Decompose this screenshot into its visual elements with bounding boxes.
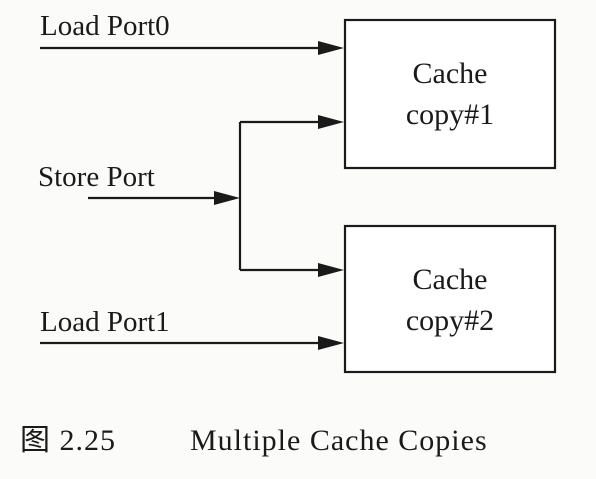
cache-copy-2-line2: copy#2 (406, 304, 494, 337)
store-port-arrowhead (214, 191, 240, 205)
cache-copy-1-line1: Cache (413, 57, 488, 90)
figure-label: 图 2.25 (20, 424, 116, 457)
store-branch-lower-arrowhead (318, 263, 344, 277)
cache-copy-1-box (343, 18, 557, 170)
load-port0-label: Load Port0 (40, 10, 170, 42)
load-port1-label: Load Port1 (40, 306, 170, 338)
figure-caption-title: Multiple Cache Copies (190, 424, 488, 457)
cache-copy-1-line2: copy#1 (406, 98, 494, 131)
load-port1-arrowhead (318, 336, 344, 350)
load-port0-arrowhead (318, 41, 344, 55)
store-port-label: Store Port (38, 161, 155, 193)
cache-copy-2-line1: Cache (413, 263, 488, 296)
cache-copy-2-box (343, 224, 557, 374)
store-branch-upper-arrowhead (318, 115, 344, 129)
